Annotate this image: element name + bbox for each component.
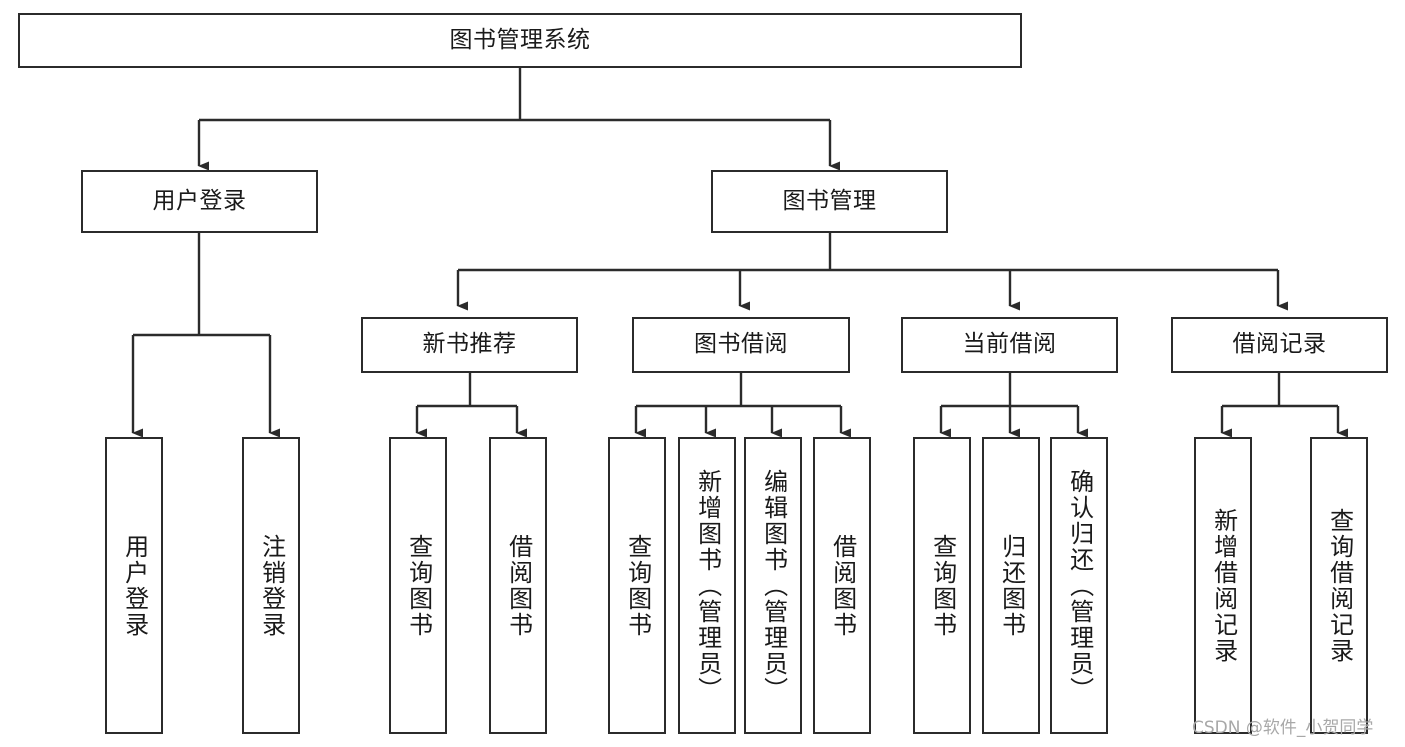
node-user-login[interactable]: 用户登录 — [81, 170, 318, 233]
node-new-book-recommend[interactable]: 新书推荐 — [361, 317, 578, 373]
node-leaf-add-book-label: 新增图书（管理员） — [693, 468, 722, 703]
node-leaf-return-book-label: 归还图书 — [997, 533, 1026, 638]
node-leaf-edit-book-label: 编辑图书（管理员） — [759, 468, 788, 703]
node-leaf-borrow-book-2[interactable]: 借阅图书 — [813, 437, 871, 734]
node-leaf-user-login[interactable]: 用户登录 — [105, 437, 163, 734]
node-leaf-query-book-2-label: 查询图书 — [623, 533, 652, 638]
node-root[interactable]: 图书管理系统 — [18, 13, 1022, 68]
node-leaf-confirm-return-label: 确认归还（管理员） — [1065, 468, 1094, 703]
node-leaf-query-record[interactable]: 查询借阅记录 — [1310, 437, 1368, 734]
node-leaf-borrow-book-1[interactable]: 借阅图书 — [489, 437, 547, 734]
node-book-management[interactable]: 图书管理 — [711, 170, 948, 233]
node-borrow-record[interactable]: 借阅记录 — [1171, 317, 1388, 373]
node-borrow-record-label: 借阅记录 — [1232, 331, 1327, 358]
node-leaf-confirm-return[interactable]: 确认归还（管理员） — [1050, 437, 1108, 734]
node-leaf-return-book[interactable]: 归还图书 — [982, 437, 1040, 734]
node-leaf-add-book[interactable]: 新增图书（管理员） — [678, 437, 736, 734]
node-book-borrow-label: 图书借阅 — [694, 331, 788, 358]
node-new-book-recommend-label: 新书推荐 — [422, 331, 517, 358]
node-leaf-borrow-book-2-label: 借阅图书 — [828, 533, 857, 638]
node-leaf-user-login-label: 用户登录 — [120, 533, 149, 638]
node-leaf-query-book-2[interactable]: 查询图书 — [608, 437, 666, 734]
node-book-borrow[interactable]: 图书借阅 — [632, 317, 850, 373]
node-leaf-query-book-1[interactable]: 查询图书 — [389, 437, 447, 734]
node-leaf-query-record-label: 查询借阅记录 — [1325, 507, 1354, 664]
node-root-label: 图书管理系统 — [449, 26, 591, 53]
node-leaf-logout-login-label: 注销登录 — [257, 533, 286, 638]
node-leaf-query-book-1-label: 查询图书 — [404, 533, 433, 638]
node-book-management-label: 图书管理 — [782, 187, 877, 214]
node-leaf-query-book-3-label: 查询图书 — [928, 533, 957, 638]
node-current-borrow[interactable]: 当前借阅 — [901, 317, 1118, 373]
node-leaf-edit-book[interactable]: 编辑图书（管理员） — [744, 437, 802, 734]
node-leaf-add-record[interactable]: 新增借阅记录 — [1194, 437, 1252, 734]
node-leaf-borrow-book-1-label: 借阅图书 — [504, 533, 533, 638]
node-user-login-label: 用户登录 — [152, 187, 247, 214]
node-leaf-logout-login[interactable]: 注销登录 — [242, 437, 300, 734]
csdn-watermark: CSDN @软件_小贺同学 — [1192, 718, 1374, 738]
node-current-borrow-label: 当前借阅 — [962, 331, 1057, 358]
node-leaf-query-book-3[interactable]: 查询图书 — [913, 437, 971, 734]
node-leaf-add-record-label: 新增借阅记录 — [1209, 507, 1238, 664]
